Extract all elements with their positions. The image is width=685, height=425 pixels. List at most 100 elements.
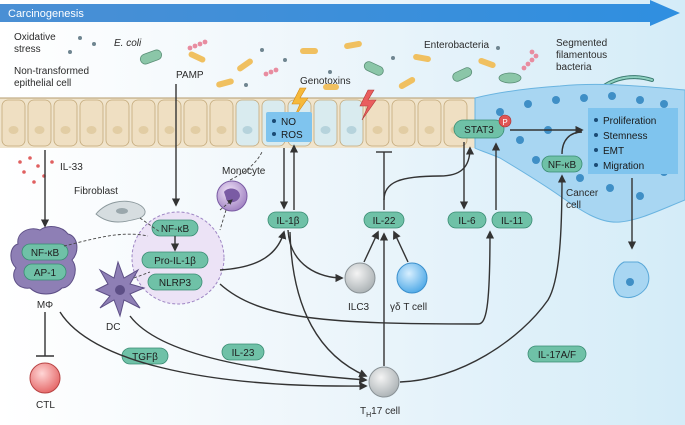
cancer-nucleus (660, 100, 668, 108)
nfkb-inflam-pill: NF-κB (151, 219, 199, 237)
epithelial-nucleus (242, 126, 253, 134)
epithelial-nucleus (372, 126, 383, 134)
svg-text:P: P (502, 118, 507, 127)
epithelial-cell (339, 99, 364, 147)
il22-pill: IL-22 (363, 211, 405, 229)
epithelial-nucleus (60, 126, 71, 134)
epithelial-cell (183, 99, 208, 147)
ilc3-label: ILC3 (348, 302, 370, 313)
cancer-nucleus (606, 184, 614, 192)
epithelial-nucleus (138, 126, 149, 134)
epithelial-cell (157, 99, 182, 147)
svg-text:IL-23: IL-23 (232, 348, 255, 359)
epithelial-nucleus (190, 126, 201, 134)
epithelial-nucleus (86, 126, 97, 134)
th17-cell-icon (368, 366, 400, 398)
enterobacteria-icon (498, 72, 522, 84)
ecoli-icon (139, 49, 473, 82)
ecoli-label: E. coli (114, 38, 142, 49)
svg-text:AP-1: AP-1 (34, 268, 57, 279)
fibroblast-label: Fibroblast (74, 186, 118, 197)
sfb-icon (602, 75, 654, 88)
ap1-pill: AP-1 (23, 263, 67, 281)
cancer-nucleus (636, 96, 644, 104)
svg-text:STAT3: STAT3 (464, 125, 494, 136)
svg-text:IL-6: IL-6 (458, 216, 476, 227)
pro-il1b-pill: Pro-IL-1β (141, 251, 209, 269)
genotoxin-bolt-icon (291, 87, 309, 119)
svg-text:NF-κB: NF-κB (31, 248, 60, 259)
il11-pill: IL-11 (491, 211, 533, 229)
gdt-label: γδ T cell (390, 302, 427, 313)
pathway-arrows (36, 84, 637, 391)
svg-text:Migration: Migration (603, 161, 644, 172)
svg-text:Proliferation: Proliferation (603, 116, 656, 127)
epithelial-layer (0, 97, 475, 148)
cancer-nucleus (608, 92, 616, 100)
il23-pill: IL-23 (221, 343, 265, 361)
svg-text:Pro-IL-1β: Pro-IL-1β (154, 256, 196, 267)
banner-label: Carcinogenesis (8, 8, 84, 20)
epithelial-cell (313, 99, 338, 147)
genotoxin-bolt-icon (359, 89, 377, 121)
epithelial-nucleus (346, 126, 357, 134)
svg-text:IL-22: IL-22 (373, 216, 396, 227)
nfkb-macro-pill: NF-κB (21, 243, 69, 261)
il6-pill: IL-6 (447, 211, 487, 229)
svg-text:IL-11: IL-11 (501, 216, 523, 227)
epithelial-cell (131, 99, 156, 147)
epithelial-nucleus (398, 126, 409, 134)
svg-text:EMT: EMT (603, 146, 624, 157)
epithelial-cell (27, 99, 52, 147)
epithelial-nucleus (112, 126, 123, 134)
gdt-cell-icon (396, 262, 428, 294)
epithelial-cell (365, 99, 390, 147)
cancer-nucleus (532, 156, 540, 164)
cancer-nucleus (552, 96, 560, 104)
th17-label: TH17 cell (360, 406, 400, 419)
svg-text:TGFβ: TGFβ (132, 352, 158, 363)
enterobacteria-label: Enterobacteria (424, 40, 489, 51)
il1b-pill: IL-1β (267, 211, 309, 229)
rod-bacteria-icon (188, 40, 496, 90)
epithelial-cell (209, 99, 234, 147)
dc-label: DC (106, 322, 120, 333)
tgfb-pill: TGFβ (121, 347, 169, 365)
epithelial-cell (391, 99, 416, 147)
genotoxins-label: Genotoxins (300, 76, 351, 87)
il17af-pill: IL-17A/F (527, 345, 587, 363)
epithelial-nucleus (164, 126, 175, 134)
carcinogenesis-banner: Carcinogenesis (0, 0, 680, 26)
cancer-nucleus (636, 192, 644, 200)
svg-text:NLRP3: NLRP3 (159, 278, 192, 289)
svg-text:IL-17A/F: IL-17A/F (538, 350, 576, 361)
outcomes-box: Proliferation Stemness EMT Migration (588, 108, 678, 174)
svg-text:ROS: ROS (281, 130, 303, 141)
stat3-pill: STAT3 P (453, 114, 512, 139)
epithelial-cell (79, 99, 104, 147)
cancer-nucleus (524, 100, 532, 108)
epithelial-nucleus (34, 126, 45, 134)
epithelial-cell (105, 99, 130, 147)
ctl-label: CTL (36, 400, 55, 411)
nfkb-cancer-pill: NF-κB (541, 155, 583, 173)
il33-label: IL-33 (60, 162, 83, 173)
nlrp3-pill: NLRP3 (147, 273, 203, 291)
cancer-nucleus (580, 94, 588, 102)
no-ros-box: NO ROS (266, 112, 312, 142)
epithelial-cell (1, 99, 26, 147)
svg-text:NF-κB: NF-κB (548, 160, 577, 171)
ctl-cell-icon (29, 362, 61, 394)
cancer-nucleus (576, 174, 584, 182)
svg-text:IL-1β: IL-1β (277, 216, 300, 227)
epithelial-nucleus (216, 126, 227, 134)
cancer-nucleus (516, 136, 524, 144)
cancer-nucleus (496, 108, 504, 116)
svg-text:Stemness: Stemness (603, 131, 647, 142)
epithelial-nucleus (8, 126, 19, 134)
